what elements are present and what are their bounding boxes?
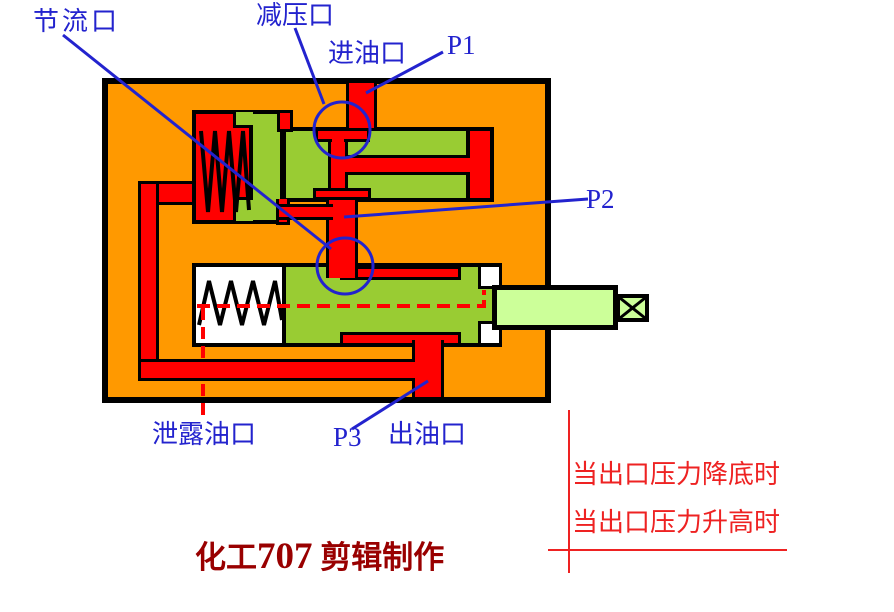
pipe-joint-patch [142, 362, 155, 377]
credit-prefix: 化工 [195, 540, 257, 575]
bore-end-notch [478, 267, 499, 289]
label-reducing-port: 减压口 [256, 1, 335, 30]
reducing-leader-line [293, 27, 326, 105]
poppet-bottom-bar [313, 188, 371, 200]
label-p2: P2 [586, 184, 615, 214]
label-throttle-port: 节流口 [33, 7, 121, 36]
credit-number: 707 [257, 536, 313, 577]
label-inlet-port: 进油口 [328, 39, 407, 68]
p1-leader-line [365, 50, 444, 95]
pipe-joint-patch [142, 185, 155, 201]
credit-text: 化工707 剪辑制作 [195, 536, 445, 578]
p2-leader-line [343, 197, 589, 219]
outlet-joint-patch [406, 362, 438, 378]
note-pressure-drop: 当出口压力降底时 [572, 460, 781, 489]
reducing-port-circle [312, 100, 372, 160]
label-leak-port: 泄露油口 [152, 420, 257, 449]
throttle-port-circle [315, 236, 375, 296]
stem-joint-patch [342, 158, 351, 172]
upper-spring-symbol [199, 130, 251, 213]
stem-joint-patch [332, 137, 344, 145]
label-p1: P1 [447, 30, 476, 60]
label-outlet-port: 出油口 [388, 420, 467, 449]
stem-joint-patch [461, 158, 472, 172]
throttle-leader-line [62, 33, 332, 251]
bore-left-land [277, 110, 293, 132]
label-p3: P3 [333, 422, 362, 452]
note-pressure-rise: 当出口压力升高时 [572, 508, 781, 537]
lower-spring-symbol [197, 280, 284, 326]
p3-leader-line [351, 379, 429, 431]
adjuster-cross-stroke [619, 296, 646, 320]
credit-suffix: 剪辑制作 [312, 540, 445, 575]
chamber-corner-notch [233, 112, 253, 128]
piston-rod [492, 285, 618, 330]
